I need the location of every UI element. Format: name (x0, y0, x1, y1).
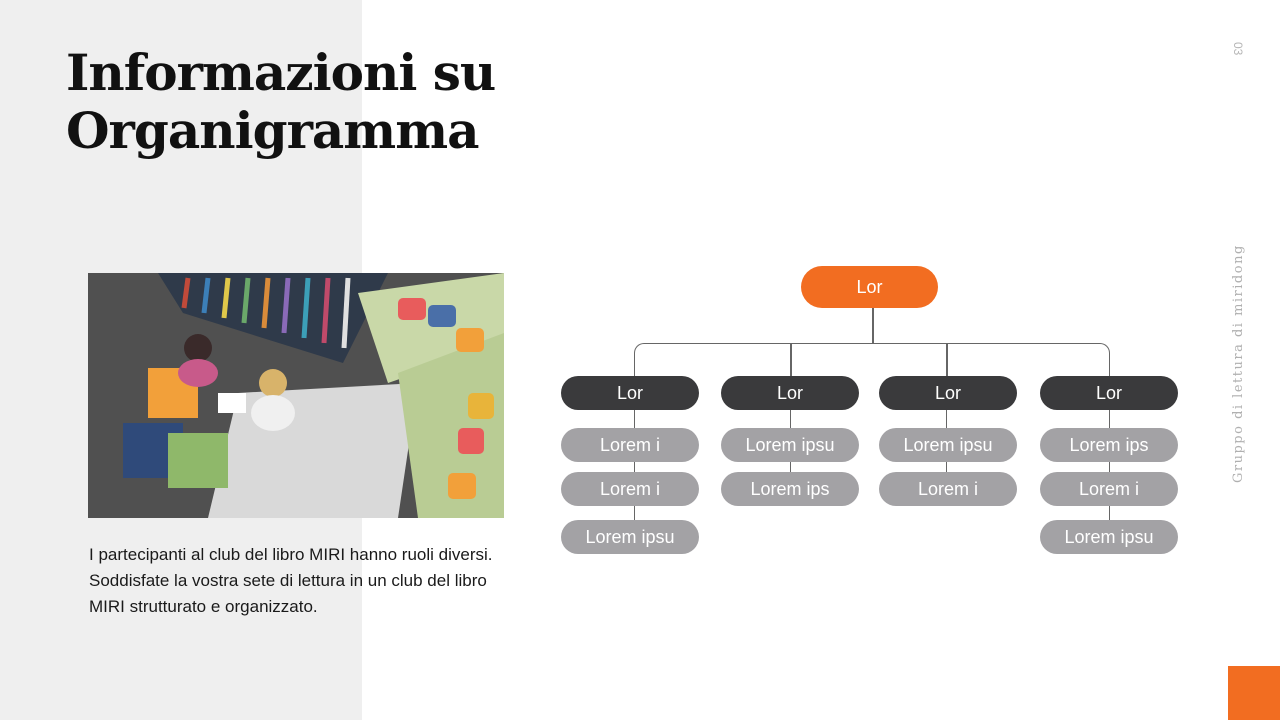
org-item-node: Lorem i (1040, 472, 1178, 506)
connector-col4-drop (1109, 354, 1110, 376)
org-item-node: Lorem i (879, 472, 1017, 506)
org-head-node-1: Lor (561, 376, 699, 410)
org-item-node: Lorem i (561, 428, 699, 462)
org-item-node: Lorem ipsu (721, 428, 859, 462)
org-head-node-3: Lor (879, 376, 1017, 410)
org-item-node: Lorem ipsu (561, 520, 699, 554)
connector-col4-stem (1109, 410, 1110, 520)
connector-horizontal (644, 343, 1099, 344)
org-item-node: Lorem ips (721, 472, 859, 506)
side-caption: Gruppo di lettura di miridong (1231, 244, 1246, 483)
title-line-1: Informazioni su (66, 43, 496, 102)
slide-title: Informazioni su Organigramma (66, 44, 586, 160)
connector-corner-left (634, 343, 646, 355)
org-item-node: Lorem ips (1040, 428, 1178, 462)
org-item-node: Lorem ipsu (1040, 520, 1178, 554)
org-root-node: Lor (801, 266, 938, 308)
org-item-node: Lorem i (561, 472, 699, 506)
connector-col3-drop (946, 343, 948, 376)
library-photo (88, 273, 504, 518)
org-head-node-4: Lor (1040, 376, 1178, 410)
title-line-2: Organigramma (66, 101, 480, 160)
orange-corner-block (1228, 666, 1280, 720)
connector-root-down (872, 308, 874, 344)
org-head-node-2: Lor (721, 376, 859, 410)
connector-col1-drop (634, 354, 635, 376)
page-number: 03 (1231, 42, 1245, 56)
connector-corner-right (1098, 343, 1110, 355)
connector-col1-stem (634, 410, 635, 520)
connector-col2-drop (790, 343, 792, 376)
description-text: I partecipanti al club del libro MIRI ha… (89, 545, 493, 616)
org-item-node: Lorem ipsu (879, 428, 1017, 462)
